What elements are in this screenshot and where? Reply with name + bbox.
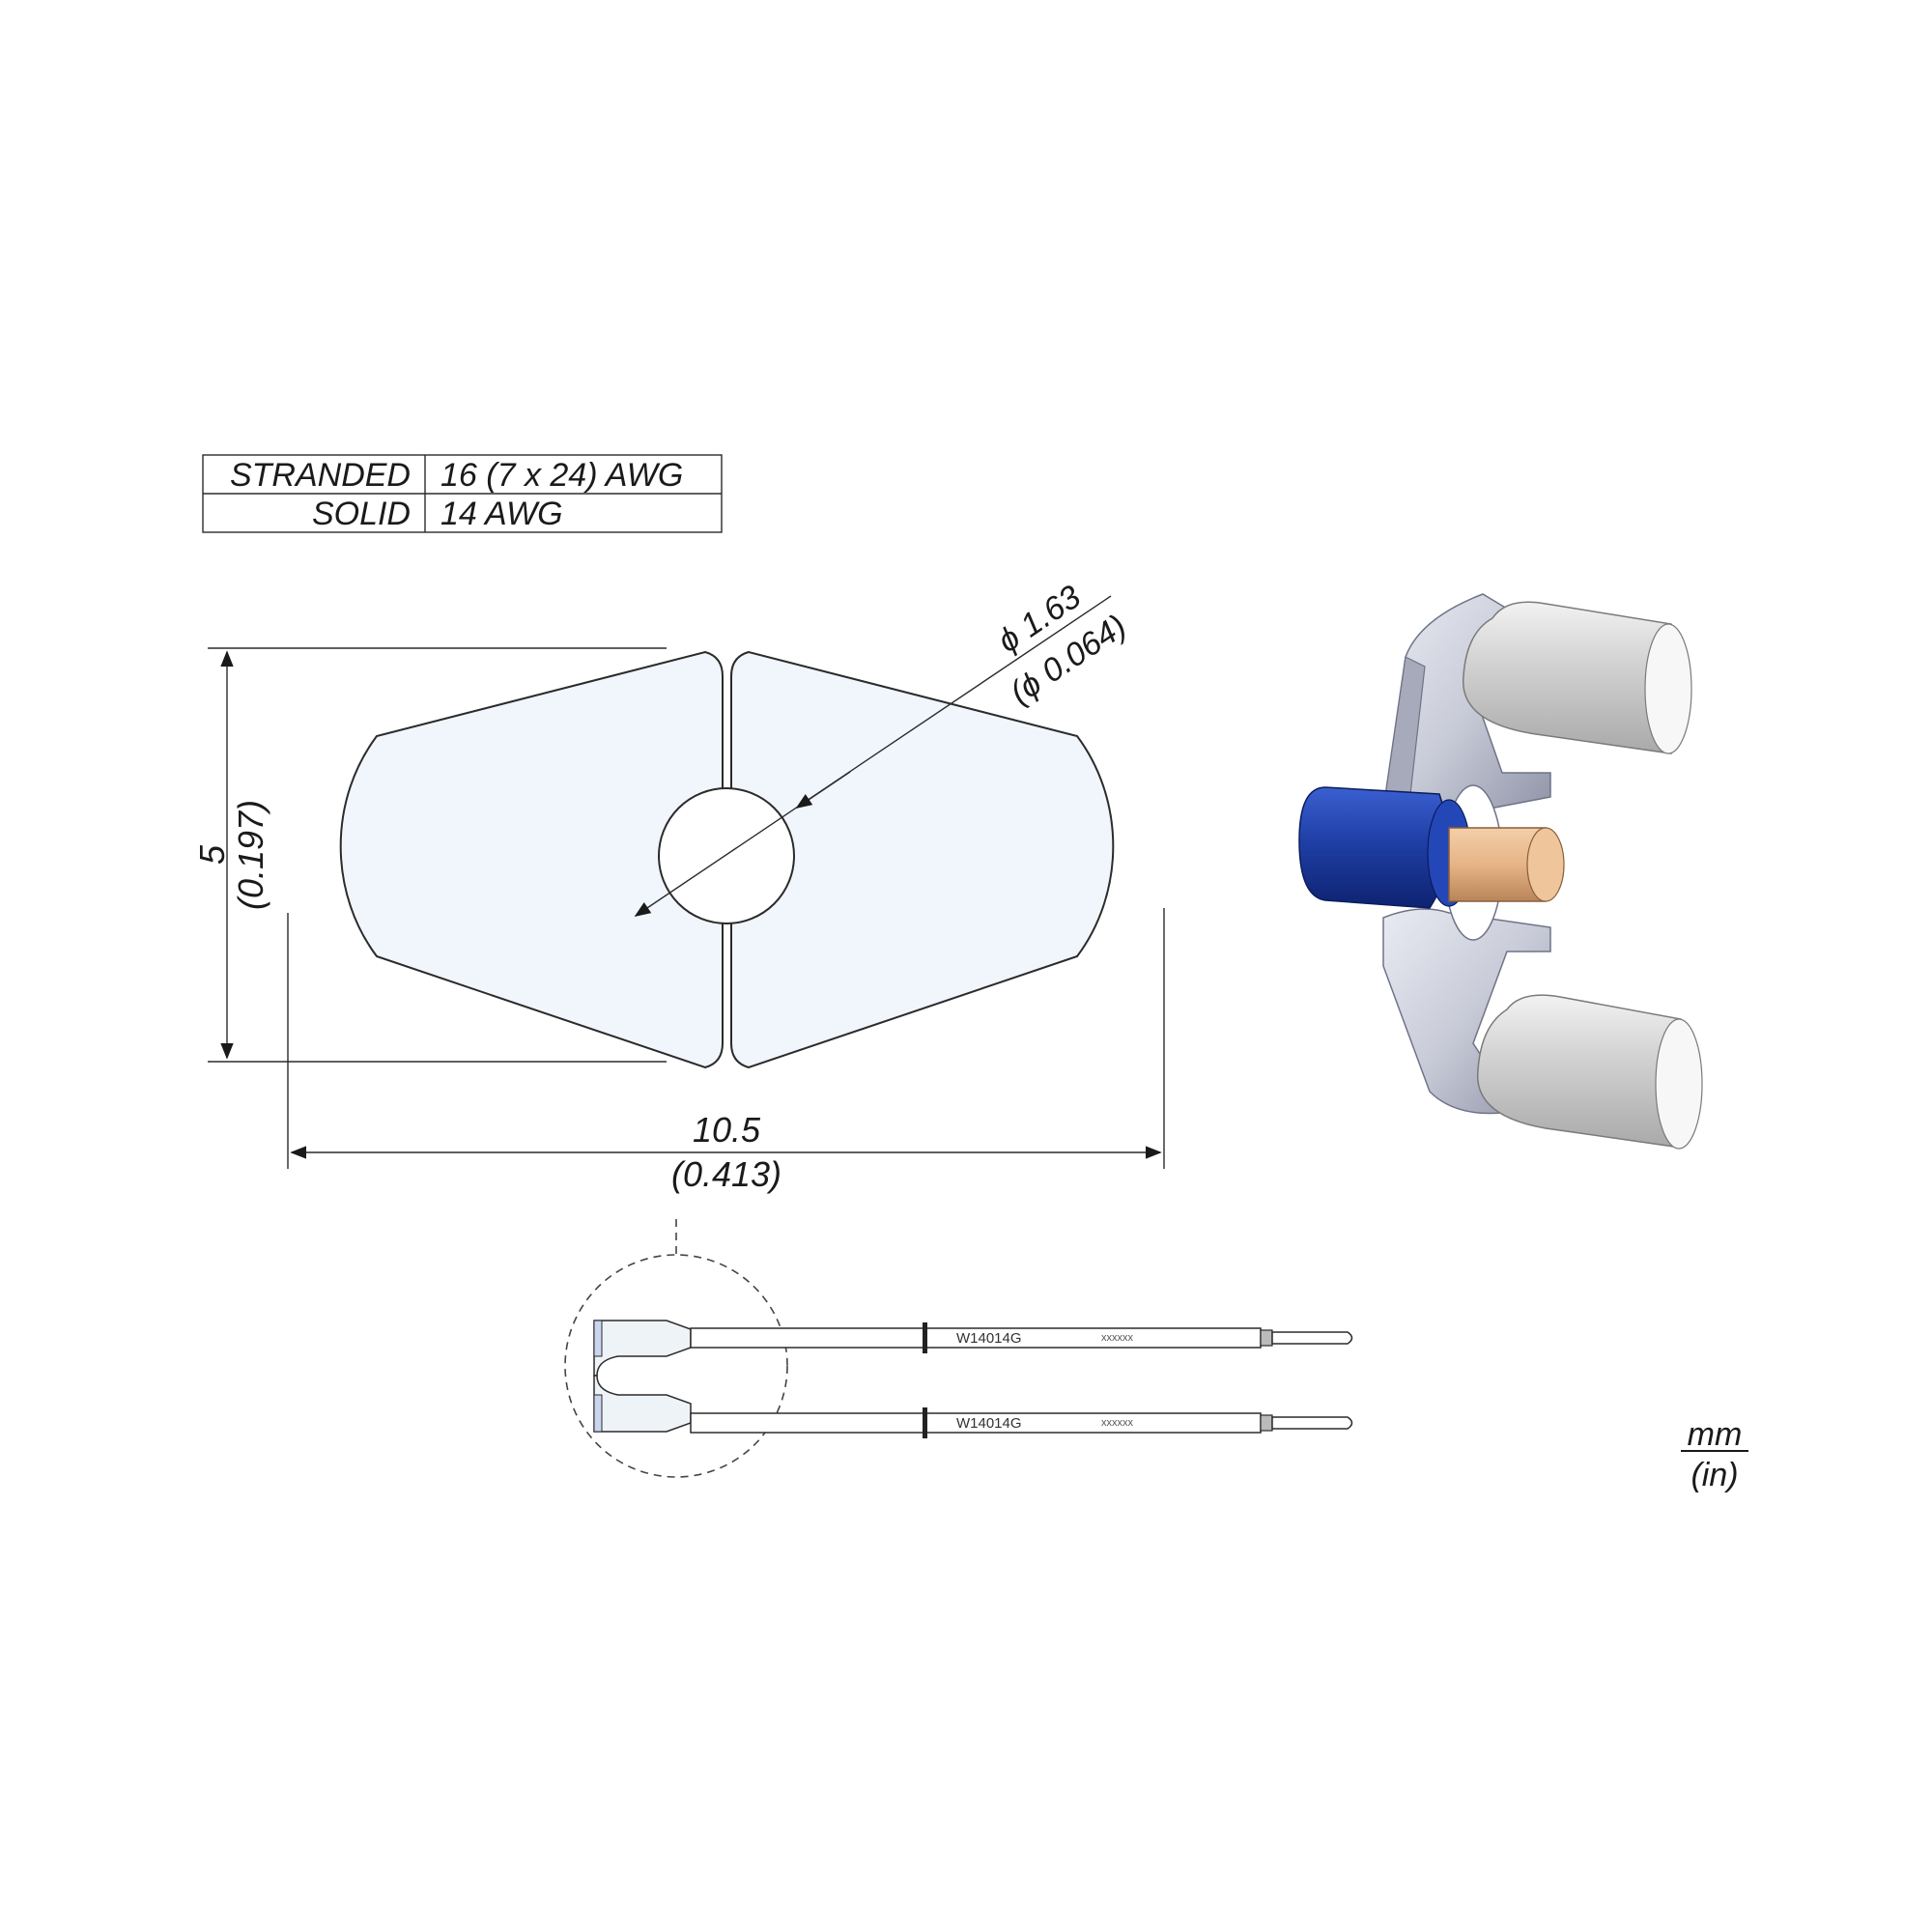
lower-bracket	[1382, 908, 1551, 1115]
height-in-label: (0.197)	[231, 800, 270, 910]
bottom-tip-collar	[1260, 1414, 1273, 1432]
tip-3d-view	[1298, 593, 1703, 1150]
tip-side-view: W14014G xxxxxx W14014G xxxxxx	[564, 1219, 1353, 1478]
bottom-tip-pin	[1271, 1416, 1353, 1430]
top-tip-ring	[923, 1322, 927, 1353]
bottom-tip-blue-edge	[593, 1394, 603, 1433]
width-dimension: 10.5 (0.413)	[287, 908, 1165, 1194]
top-tip-model-label: W14014G	[956, 1330, 1022, 1347]
top-tip-head	[593, 1320, 692, 1377]
tip-profile	[339, 650, 1115, 1069]
hole-diameter-leader	[634, 595, 1112, 917]
height-dimension: 5 (0.197)	[192, 647, 667, 1063]
lower-tip-face	[1655, 1018, 1703, 1150]
top-tip: W14014G xxxxxx	[593, 1320, 1353, 1377]
width-in-label: (0.413)	[671, 1154, 781, 1194]
top-tip-pin	[1271, 1331, 1353, 1345]
hole-diameter-arrow-right	[795, 771, 851, 809]
profile-left-half	[339, 650, 724, 1069]
height-mm-label: 5	[192, 844, 232, 865]
bottom-tip-model-label: W14014G	[956, 1415, 1022, 1432]
bottom-tip-head	[593, 1375, 692, 1433]
spec-table-label-stranded: STRANDED	[230, 457, 411, 494]
width-mm-label: 10.5	[693, 1110, 761, 1150]
upper-tip-face	[1644, 623, 1692, 754]
spec-table-value-stranded: 16 (7 x 24) AWG	[440, 457, 683, 494]
bottom-tip: W14014G xxxxxx	[593, 1375, 1353, 1438]
profile-center-hole	[658, 787, 795, 924]
top-tip-blue-edge	[593, 1320, 603, 1357]
bottom-tip-ring	[923, 1407, 927, 1438]
bottom-tip-serial: xxxxxx	[1101, 1417, 1134, 1429]
spec-table-value-solid: 14 AWG	[440, 496, 563, 532]
top-tip-collar	[1260, 1329, 1273, 1347]
profile-right-half	[730, 650, 1115, 1069]
units-primary: mm	[1688, 1416, 1743, 1453]
copper-conductor-end	[1526, 827, 1565, 902]
detail-circle	[564, 1254, 788, 1478]
spec-table: STRANDED 16 (7 x 24) AWG SOLID 14 AWG	[202, 454, 723, 533]
units-secondary: (in)	[1690, 1457, 1738, 1493]
units-legend: mm (in)	[1681, 1416, 1748, 1493]
spec-table-label-solid: SOLID	[312, 496, 411, 532]
top-tip-serial: xxxxxx	[1101, 1332, 1134, 1344]
